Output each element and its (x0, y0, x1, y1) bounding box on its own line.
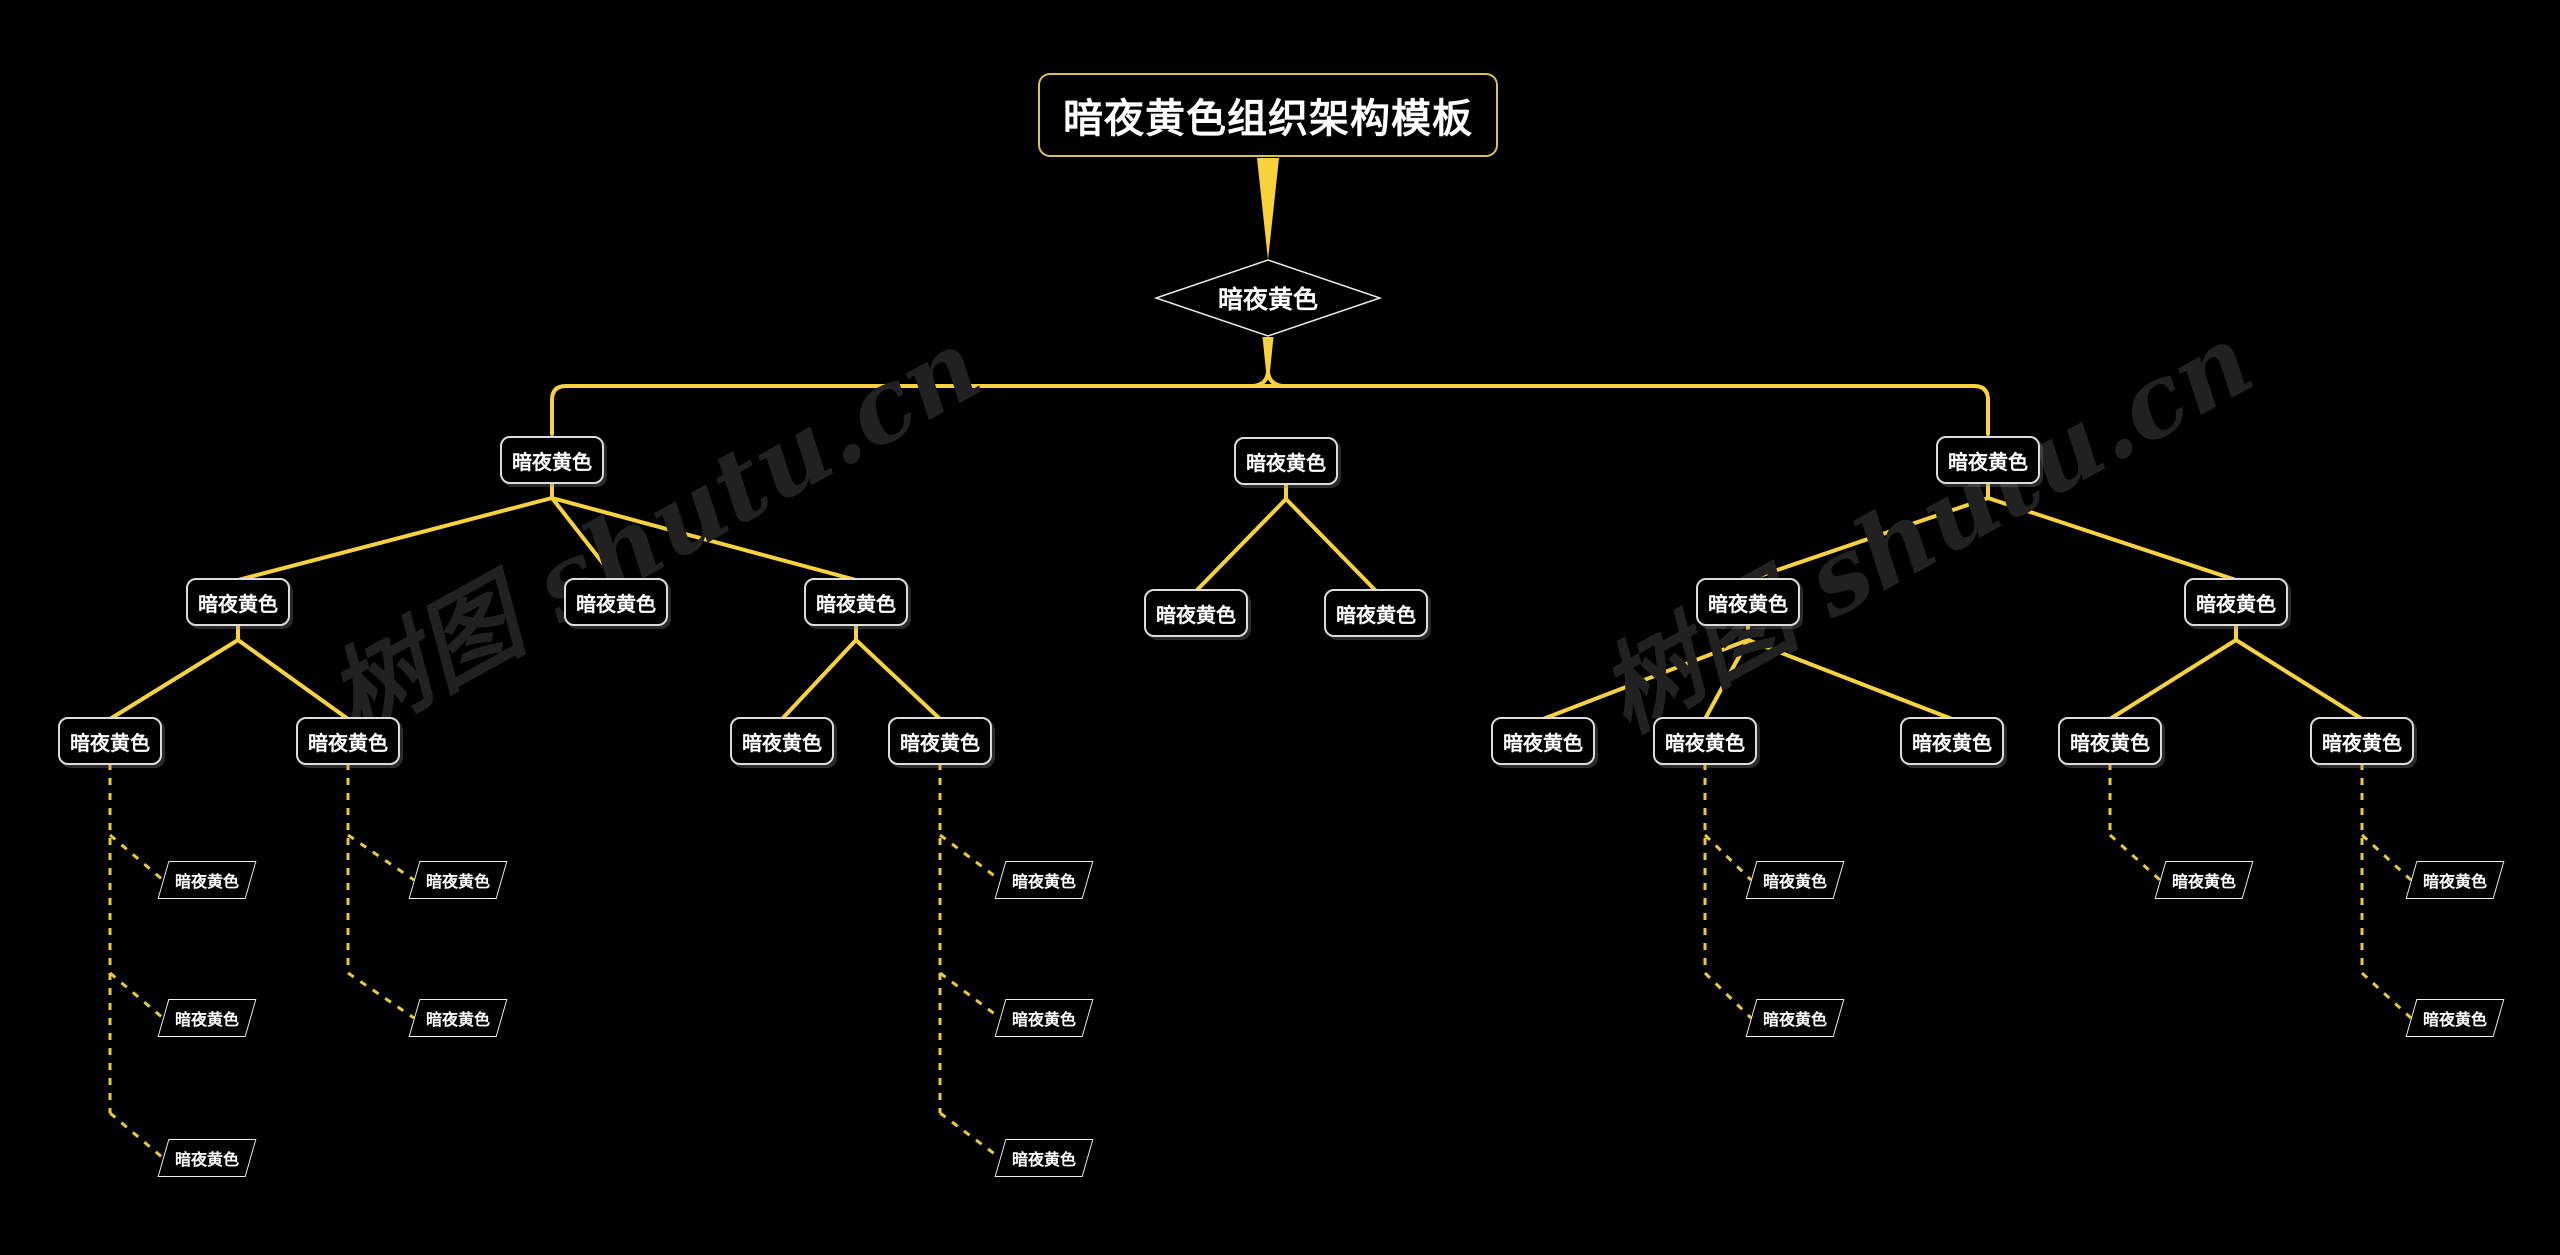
org-node[interactable]: 暗夜黄色 (2184, 578, 2288, 626)
fork-connector (236, 482, 858, 582)
dashed-branch-connector (347, 833, 415, 882)
dashed-branch-connector (939, 971, 1001, 1020)
fork-connector (1194, 483, 1378, 593)
org-node[interactable]: 暗夜黄色 (1936, 436, 2040, 484)
org-node[interactable]: 暗夜黄色 (1324, 589, 1428, 637)
org-node[interactable]: 暗夜黄色 (564, 578, 668, 626)
fork-connector (2108, 624, 2364, 721)
dashed-branch-connector (1703, 833, 1753, 882)
dashed-branch-connector (109, 833, 164, 882)
title-to-diamond-taper (1257, 158, 1279, 260)
dashed-branch-connector (1703, 971, 1753, 1020)
org-parallelogram-label: 暗夜黄色 (1762, 1012, 1827, 1029)
fork-connector (1541, 624, 1954, 721)
org-node[interactable]: 暗夜黄色 (2310, 717, 2414, 765)
org-node[interactable]: 暗夜黄色 (1491, 717, 1595, 765)
root-diamond-node[interactable]: 暗夜黄色 (1217, 286, 1318, 314)
org-node[interactable]: 暗夜黄色 (1653, 717, 1757, 765)
org-parallelogram-label: 暗夜黄色 (2171, 874, 2236, 891)
org-parallelogram-node[interactable]: 暗夜黄色 (1745, 861, 1845, 899)
watermark-text: 树图 shutu.cn (1580, 300, 2272, 755)
watermark-text: 树图 shutu.cn (308, 305, 1000, 760)
org-node[interactable]: 暗夜黄色 (500, 436, 604, 484)
dashed-branch-connector (939, 1111, 1001, 1160)
dashed-branch-connector (109, 971, 164, 1020)
dashed-branch-connector (2108, 833, 2162, 882)
org-parallelogram-node[interactable]: 暗夜黄色 (2154, 861, 2254, 899)
org-node[interactable]: 暗夜黄色 (2058, 717, 2162, 765)
org-parallelogram-label: 暗夜黄色 (2422, 874, 2487, 891)
org-node[interactable]: 暗夜黄色 (804, 578, 908, 626)
org-parallelogram-node[interactable]: 暗夜黄色 (157, 861, 257, 899)
bracket-center-flare (1253, 371, 1283, 388)
root-title-node[interactable]: 暗夜黄色组织架构模板 (1038, 73, 1498, 157)
org-parallelogram-node[interactable]: 暗夜黄色 (408, 861, 508, 899)
org-parallelogram-node[interactable]: 暗夜黄色 (2405, 861, 2505, 899)
dashed-branch-connector (2360, 971, 2413, 1020)
org-parallelogram-label: 暗夜黄色 (174, 1012, 239, 1029)
org-parallelogram-label: 暗夜黄色 (174, 874, 239, 891)
dashed-branch-connector (939, 833, 1001, 882)
org-parallelogram-node[interactable]: 暗夜黄色 (994, 1139, 1094, 1177)
org-node[interactable]: 暗夜黄色 (1900, 717, 2004, 765)
fork-connector (1746, 482, 2238, 582)
fork-connector (108, 624, 350, 721)
org-node[interactable]: 暗夜黄色 (888, 717, 992, 765)
org-parallelogram-node[interactable]: 暗夜黄色 (157, 1139, 257, 1177)
org-node[interactable]: 暗夜黄色 (186, 578, 290, 626)
org-node[interactable]: 暗夜黄色 (296, 717, 400, 765)
org-parallelogram-node[interactable]: 暗夜黄色 (1745, 999, 1845, 1037)
org-parallelogram-node[interactable]: 暗夜黄色 (157, 999, 257, 1037)
fork-connector (780, 624, 942, 721)
dashed-branch-connector (2360, 833, 2413, 882)
diamond-to-bracket-taper (1262, 337, 1274, 374)
org-node[interactable]: 暗夜黄色 (730, 717, 834, 765)
org-parallelogram-node[interactable]: 暗夜黄色 (994, 999, 1094, 1037)
org-parallelogram-node[interactable]: 暗夜黄色 (2405, 999, 2505, 1037)
org-parallelogram-label: 暗夜黄色 (1011, 1152, 1076, 1169)
org-node[interactable]: 暗夜黄色 (1696, 578, 1800, 626)
dashed-branch-connector (347, 971, 415, 1020)
org-parallelogram-node[interactable]: 暗夜黄色 (408, 999, 508, 1037)
org-parallelogram-label: 暗夜黄色 (174, 1152, 239, 1169)
org-parallelogram-label: 暗夜黄色 (1011, 1012, 1076, 1029)
org-parallelogram-node[interactable]: 暗夜黄色 (994, 861, 1094, 899)
org-parallelogram-label: 暗夜黄色 (425, 874, 490, 891)
dashed-branch-connector (109, 1111, 164, 1160)
org-parallelogram-label: 暗夜黄色 (2422, 1012, 2487, 1029)
org-parallelogram-label: 暗夜黄色 (1762, 874, 1827, 891)
bracket-connector (550, 384, 1990, 436)
org-node[interactable]: 暗夜黄色 (1144, 589, 1248, 637)
org-node[interactable]: 暗夜黄色 (1234, 437, 1338, 485)
org-node[interactable]: 暗夜黄色 (58, 717, 162, 765)
org-parallelogram-label: 暗夜黄色 (425, 1012, 490, 1029)
org-parallelogram-label: 暗夜黄色 (1011, 874, 1076, 891)
